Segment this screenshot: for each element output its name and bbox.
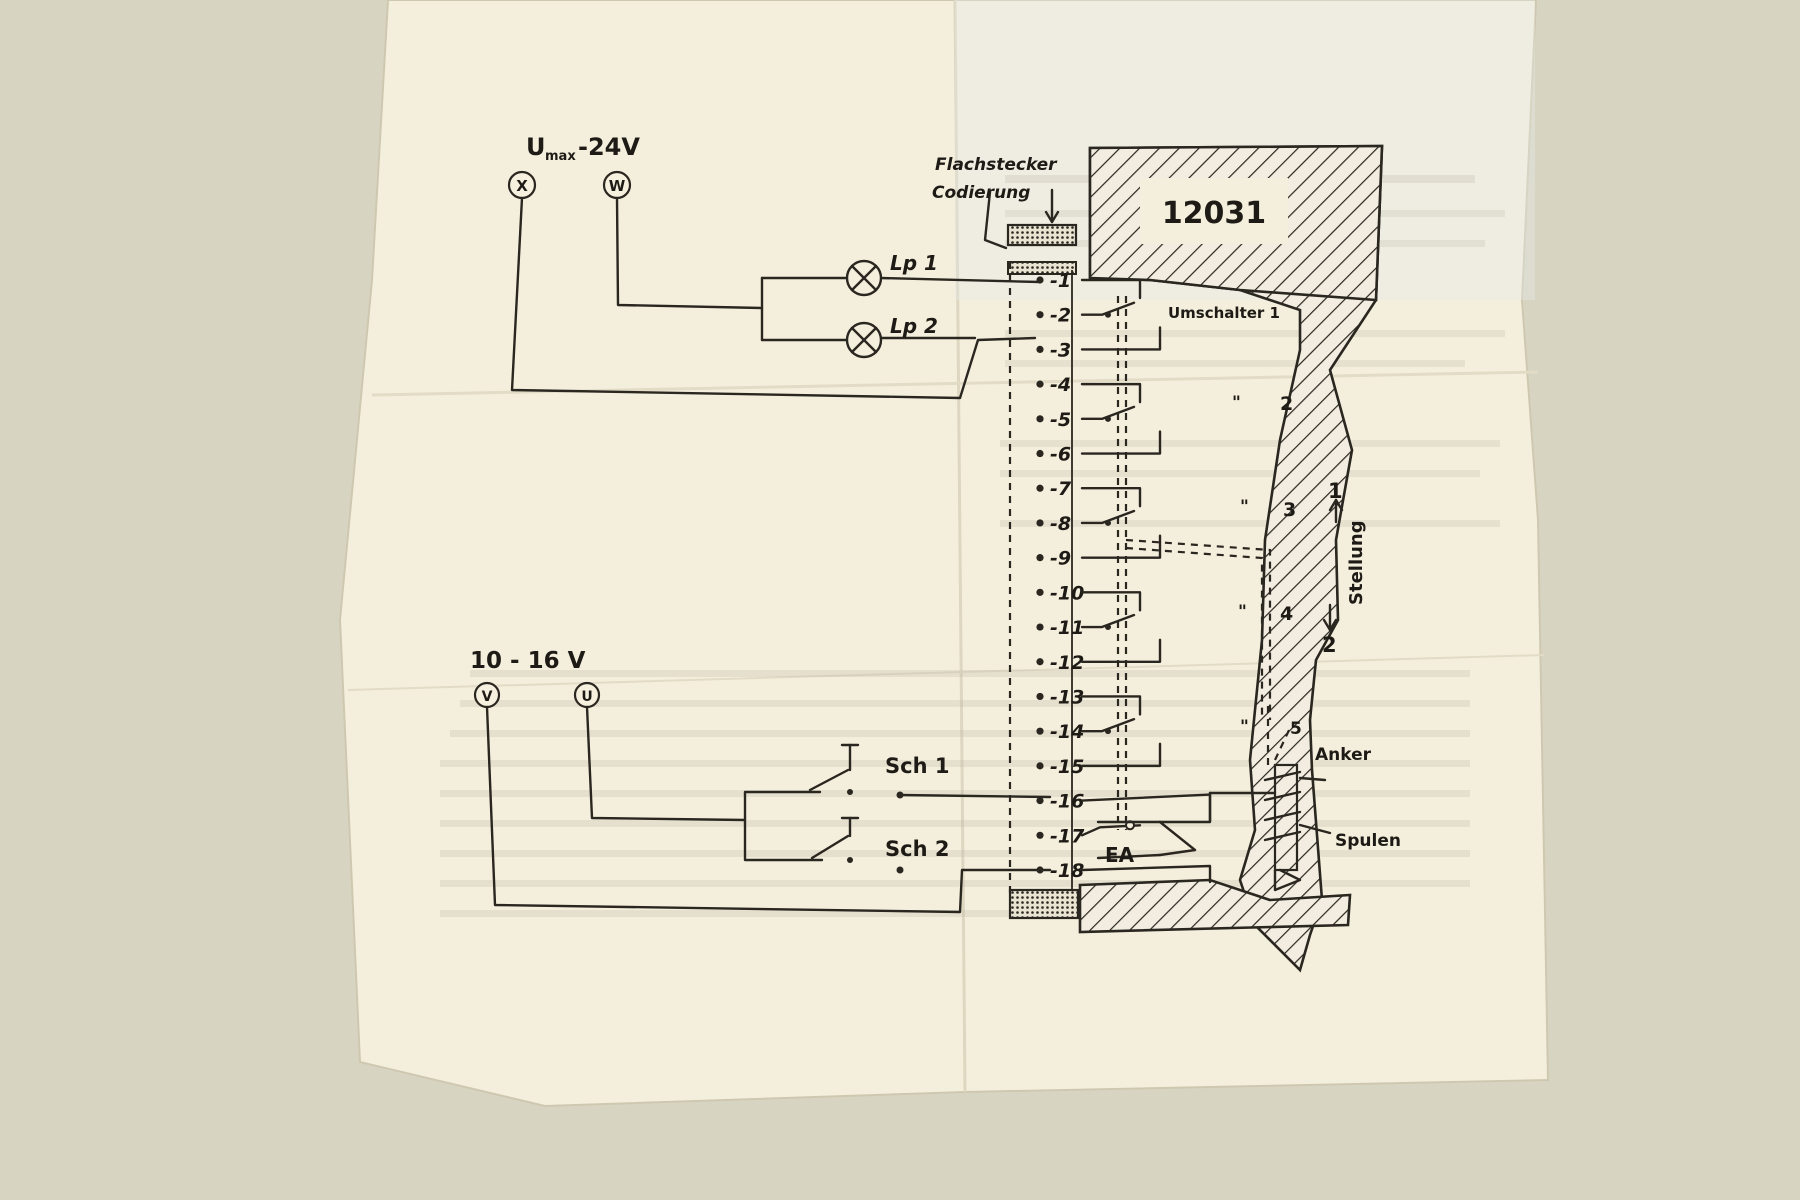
pin-column: -1 -2 -3 -4 -5 -6 -7 -8 -9 -10 -11 -12 -13 -14 -15 -16 -… bbox=[1036, 270, 1085, 882]
svg-text:": " bbox=[1232, 393, 1241, 413]
terminal-v: V bbox=[482, 689, 493, 705]
changeover-1-label: Umschalter 1 bbox=[1168, 304, 1280, 322]
pin-9-label: -9 bbox=[1050, 548, 1071, 570]
lamp-lp2-label: Lp 2 bbox=[890, 314, 938, 338]
pin-5-label: -5 bbox=[1050, 409, 1071, 431]
changeover-contact-3 bbox=[1080, 487, 1162, 559]
changeover-contact-4 bbox=[1080, 591, 1162, 663]
connector-coding-label: Codierung bbox=[932, 183, 1030, 203]
svg-text:U: U bbox=[526, 133, 546, 161]
lamp-lp2 bbox=[845, 321, 883, 359]
spulen-label: Spulen bbox=[1335, 831, 1401, 851]
supply-bottom-label: 10 - 16 V bbox=[470, 648, 586, 674]
changeover-ditto-2: " 2 bbox=[1232, 393, 1293, 415]
pin-16-label: -16 bbox=[1050, 791, 1084, 813]
svg-text:": " bbox=[1240, 497, 1249, 517]
pin-4-label: -4 bbox=[1050, 374, 1071, 396]
svg-text:": " bbox=[1238, 602, 1247, 622]
switch-sch2-label: Sch 2 bbox=[885, 837, 949, 861]
position-2: 2 bbox=[1322, 633, 1337, 657]
pin-5: -5 bbox=[1036, 409, 1071, 431]
svg-text:3: 3 bbox=[1283, 499, 1296, 521]
pin-1: -1 bbox=[1036, 270, 1071, 292]
pin-18: -18 bbox=[1036, 860, 1084, 882]
connector-label: Flachstecker bbox=[935, 155, 1058, 175]
svg-text:5: 5 bbox=[1290, 719, 1302, 739]
pin-17: -17 bbox=[1036, 825, 1085, 847]
anker-label: Anker bbox=[1315, 745, 1372, 765]
pin-1-label: -1 bbox=[1050, 270, 1071, 292]
pin-8-label: -8 bbox=[1050, 513, 1071, 535]
pin-9: -9 bbox=[1036, 548, 1071, 570]
pin-6-label: -6 bbox=[1050, 444, 1071, 466]
terminal-w: W bbox=[609, 177, 626, 195]
changeover-ditto-4: " 4 bbox=[1238, 602, 1293, 625]
changeover-contact-5 bbox=[1080, 695, 1162, 768]
pin-3-label: -3 bbox=[1050, 339, 1071, 361]
pin-11-label: -11 bbox=[1050, 617, 1084, 639]
pin-12-label: -12 bbox=[1050, 652, 1084, 674]
supply-top-label: U max -24V bbox=[526, 133, 640, 164]
pin-15-label: -15 bbox=[1050, 756, 1084, 778]
top-supply-circuit bbox=[507, 170, 1042, 400]
pin-6: -6 bbox=[1036, 444, 1071, 466]
svg-text:4: 4 bbox=[1280, 603, 1293, 625]
pin-14-label: -14 bbox=[1050, 721, 1084, 743]
svg-text:": " bbox=[1240, 717, 1249, 737]
changeover-ditto-3: " 3 bbox=[1240, 497, 1296, 521]
lamp-lp1-label: Lp 1 bbox=[890, 251, 938, 275]
position-1: 1 bbox=[1328, 479, 1343, 503]
pin-13-label: -13 bbox=[1050, 686, 1084, 708]
stellung-label: Stellung bbox=[1346, 520, 1367, 605]
pin-7: -7 bbox=[1036, 478, 1072, 500]
bottom-supply-circuit bbox=[473, 681, 1052, 914]
svg-text:-24V: -24V bbox=[578, 133, 640, 161]
pin-2: -2 bbox=[1036, 305, 1071, 327]
position-indicator bbox=[1322, 498, 1344, 632]
pin-15: -15 bbox=[1036, 756, 1084, 778]
pin-4: -4 bbox=[1036, 374, 1071, 396]
relay-housing: 12031 bbox=[1078, 144, 1384, 973]
flat-connector bbox=[983, 188, 1080, 920]
pin-16: -16 bbox=[1036, 791, 1084, 813]
pin-3: -3 bbox=[1036, 339, 1071, 361]
changeover-contact-2 bbox=[1080, 382, 1162, 455]
pin-2-label: -2 bbox=[1050, 305, 1071, 327]
pin-11: -11 bbox=[1036, 617, 1084, 639]
svg-text:max: max bbox=[545, 149, 576, 164]
pin-18-label: -18 bbox=[1050, 860, 1084, 882]
svg-text:2: 2 bbox=[1280, 393, 1293, 415]
pin-7-label: -7 bbox=[1050, 478, 1072, 500]
pin-14: -14 bbox=[1036, 721, 1084, 743]
terminal-u: U bbox=[581, 689, 592, 705]
model-number: 12031 bbox=[1162, 196, 1266, 231]
pin-17-label: -17 bbox=[1050, 825, 1085, 847]
lamp-lp1 bbox=[845, 259, 883, 297]
pin-12: -12 bbox=[1036, 652, 1084, 674]
changeover-ditto-5: " 5 bbox=[1240, 717, 1302, 739]
changeover-contact-1 bbox=[1080, 278, 1162, 351]
pin-8: -8 bbox=[1036, 513, 1071, 535]
switch-sch1-label: Sch 1 bbox=[885, 754, 949, 778]
terminal-x: X bbox=[516, 177, 528, 195]
pin-10: -10 bbox=[1036, 582, 1084, 604]
ea-label: EA bbox=[1105, 843, 1135, 867]
mechanical-linkage bbox=[1116, 296, 1272, 830]
pin-13: -13 bbox=[1036, 686, 1084, 708]
coil-assembly bbox=[1096, 700, 1332, 892]
pin-10-label: -10 bbox=[1050, 582, 1084, 604]
